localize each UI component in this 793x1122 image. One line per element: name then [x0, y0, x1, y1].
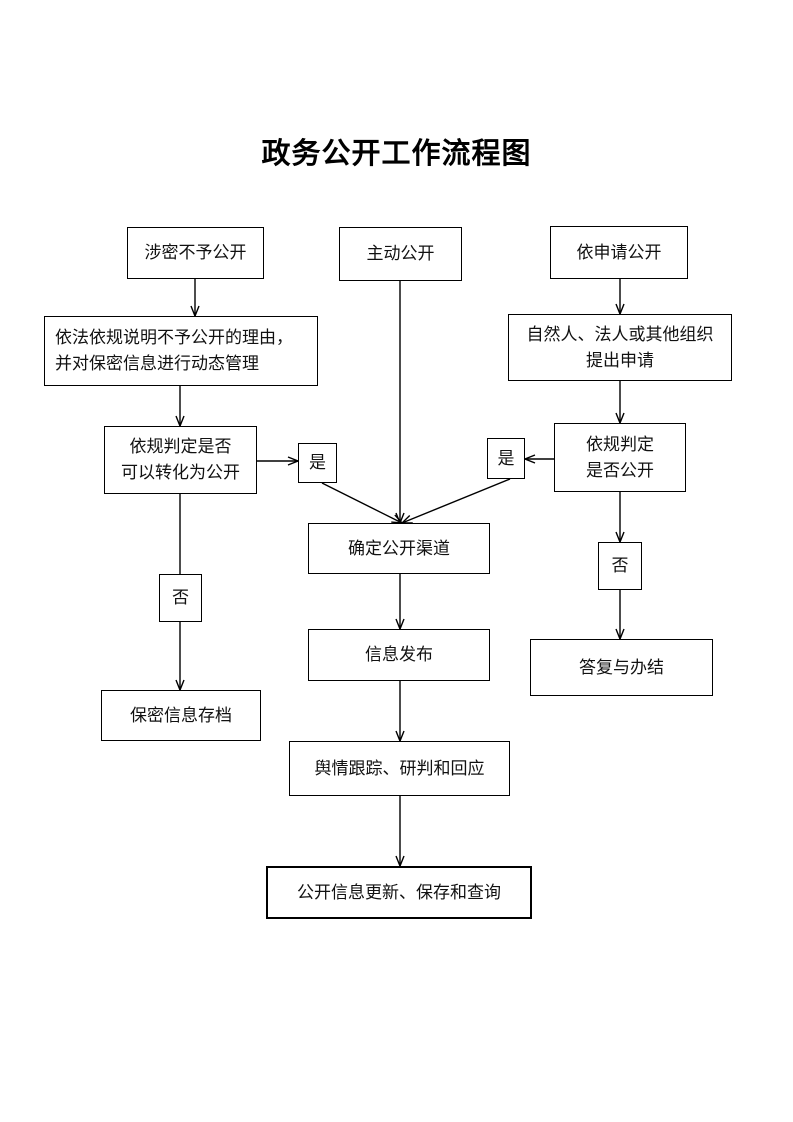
arrow-yes-left-to-channel [321, 482, 402, 523]
node-no-right: 否 [598, 542, 642, 590]
node-yes-right: 是 [487, 438, 525, 479]
node-explain-reason: 依法依规说明不予公开的理由， 并对保密信息进行动态管理 [44, 316, 318, 386]
arrow-yes-right-to-channel [402, 478, 511, 523]
node-applicant-submit: 自然人、法人或其他组织 提出申请 [508, 314, 732, 381]
node-yes-left: 是 [298, 443, 337, 483]
node-disclosure-on-request: 依申请公开 [550, 226, 688, 279]
node-archive-secret: 保密信息存档 [101, 690, 261, 741]
node-judge-convertible: 依规判定是否 可以转化为公开 [104, 426, 257, 494]
node-opinion-tracking: 舆情跟踪、研判和回应 [289, 741, 510, 796]
node-reply-close: 答复与办结 [530, 639, 713, 696]
node-no-left: 否 [159, 574, 202, 622]
node-update-store-query: 公开信息更新、保存和查询 [266, 866, 532, 919]
node-judge-disclose: 依规判定 是否公开 [554, 423, 686, 492]
page-title: 政务公开工作流程图 [261, 136, 532, 170]
node-info-release: 信息发布 [308, 629, 490, 681]
node-proactive-disclosure: 主动公开 [339, 227, 462, 281]
node-secret-no-disclose: 涉密不予公开 [127, 227, 264, 279]
node-determine-channel: 确定公开渠道 [308, 523, 490, 574]
